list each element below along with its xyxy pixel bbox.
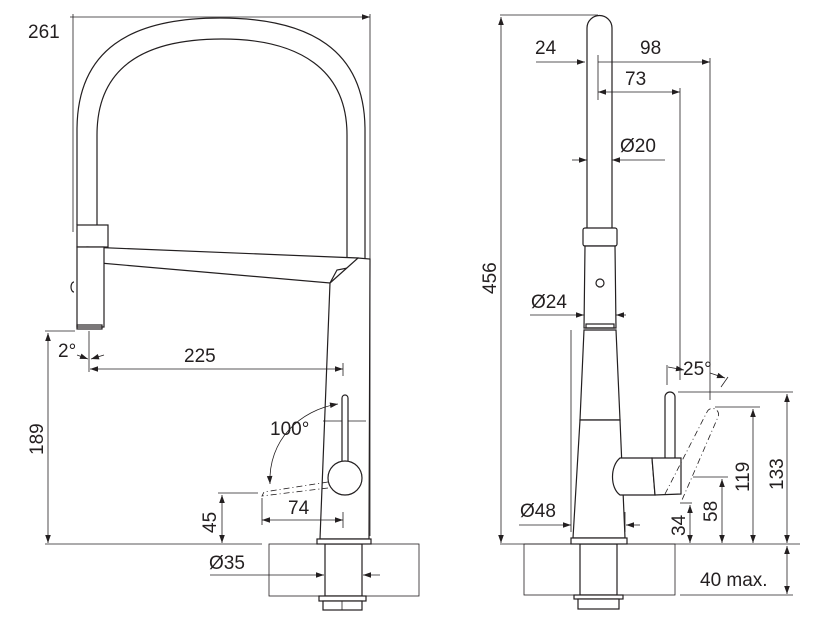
dim-angle-100: 100° [270, 419, 309, 440]
dim-offset-24: 24 [535, 38, 557, 59]
side-view: 456 24 98 73 Ø20 Ø24 25° 133 [480, 14, 800, 610]
dim-lever-reach-74: 74 [288, 498, 310, 519]
dim-counter-thickness: 40 max. [700, 570, 768, 591]
dim-height-34: 34 [669, 514, 690, 536]
dim-reach-225: 225 [184, 346, 216, 367]
faucet-side [570, 14, 719, 545]
dim-lever-height-45: 45 [200, 512, 221, 533]
countertop-side [523, 543, 676, 610]
countertop-front [268, 543, 420, 611]
dim-height-133: 133 [767, 458, 788, 490]
dim-lever-angle-25: 25° [683, 359, 712, 380]
dim-angle-2: 2° [58, 341, 76, 362]
faucet-front [70, 17, 372, 545]
dim-spray-diameter-24: Ø24 [531, 292, 567, 313]
dimensions-side: 456 24 98 73 Ø20 Ø24 25° 133 [480, 14, 800, 596]
front-view: 261 189 2° 225 100° 45 74 Ø35 [27, 14, 420, 611]
dimensions-front: 261 189 2° 225 100° 45 74 Ø35 [27, 14, 380, 578]
dim-height-189: 189 [27, 423, 48, 455]
dim-depth-73: 73 [625, 69, 646, 90]
dim-height-119: 119 [733, 462, 754, 492]
dim-depth-98: 98 [640, 38, 661, 59]
dim-hose-diameter-20: Ø20 [620, 136, 656, 157]
dim-hole-diameter-35: Ø35 [209, 553, 245, 574]
dim-base-diameter-48: Ø48 [520, 501, 556, 522]
dim-width-261: 261 [28, 22, 60, 43]
dim-height-456: 456 [480, 262, 501, 294]
dim-height-58: 58 [701, 501, 722, 522]
